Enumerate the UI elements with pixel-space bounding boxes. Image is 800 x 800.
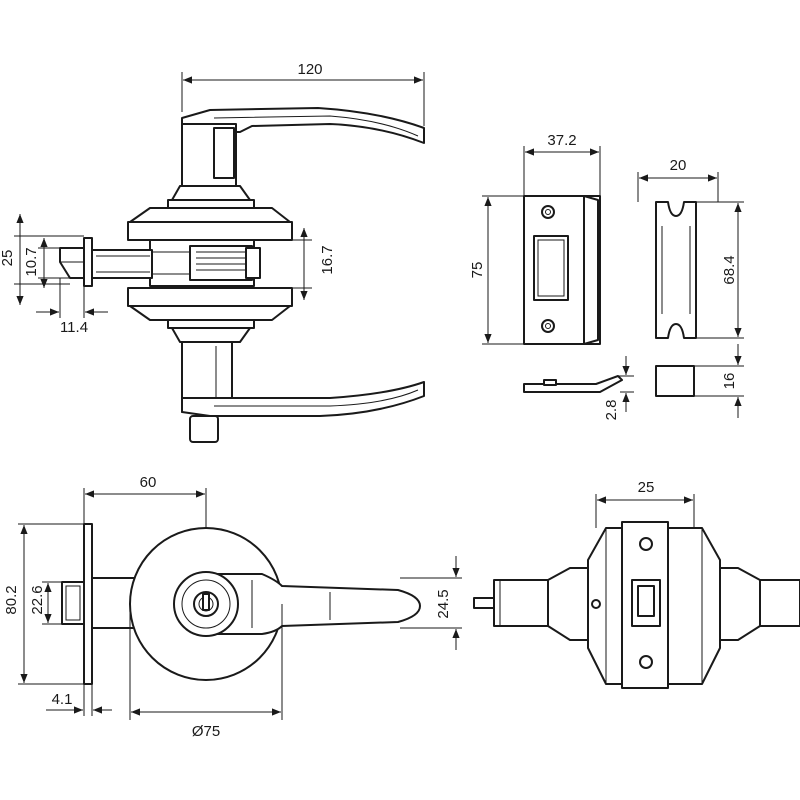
strike-box-side	[655, 365, 695, 397]
dim-projection-inner: 10.7	[23, 247, 40, 276]
dim-strike-thickness: 2.8	[603, 400, 620, 421]
front-latch-bolt	[61, 581, 85, 625]
dim-body-width: 25	[638, 479, 655, 496]
latch-face	[83, 237, 93, 287]
upper-lever	[181, 107, 425, 144]
strike-opening	[533, 235, 569, 301]
dim-box-width: 20	[670, 157, 687, 174]
latch-bolt	[59, 247, 85, 279]
dim-face-thickness: 4.1	[52, 691, 73, 708]
latch-tube	[89, 249, 153, 279]
strike-box-view: 20 68.4 16	[637, 157, 744, 418]
front-face-plate	[83, 523, 93, 685]
right-knob	[759, 579, 800, 627]
dim-box-height: 68.4	[721, 255, 738, 284]
strike-profile	[523, 375, 623, 393]
dim-face-height: 80.2	[3, 585, 20, 614]
front-view: 60 80.2 22.6 24.5 4.1 Ø75	[3, 474, 462, 740]
dim-handle-length: 120	[297, 61, 322, 78]
body-view: 25	[473, 479, 800, 689]
dim-projection-total: 25	[0, 250, 16, 267]
dim-rose-gap: 16.7	[319, 245, 336, 274]
front-lever	[199, 573, 421, 635]
dim-latch-height: 22.6	[29, 585, 46, 614]
lower-lever	[181, 381, 425, 417]
dim-strike-width: 37.2	[547, 132, 576, 149]
strike-plate-view: 37.2 75 2.8	[469, 132, 634, 420]
left-knob	[493, 579, 549, 627]
side-view: 120 25 10.7 11.4 16.7	[0, 61, 425, 443]
dim-handle-height: 24.5	[435, 589, 452, 618]
dim-latch-offset: 11.4	[60, 319, 88, 336]
turn-piece	[189, 415, 219, 443]
dim-box-depth: 16	[721, 373, 738, 390]
dim-strike-height: 75	[469, 262, 486, 279]
lower-rose	[129, 305, 291, 321]
upper-rose	[171, 185, 251, 201]
dim-rose-diameter: Ø75	[192, 723, 220, 740]
dim-backset: 60	[140, 474, 157, 491]
